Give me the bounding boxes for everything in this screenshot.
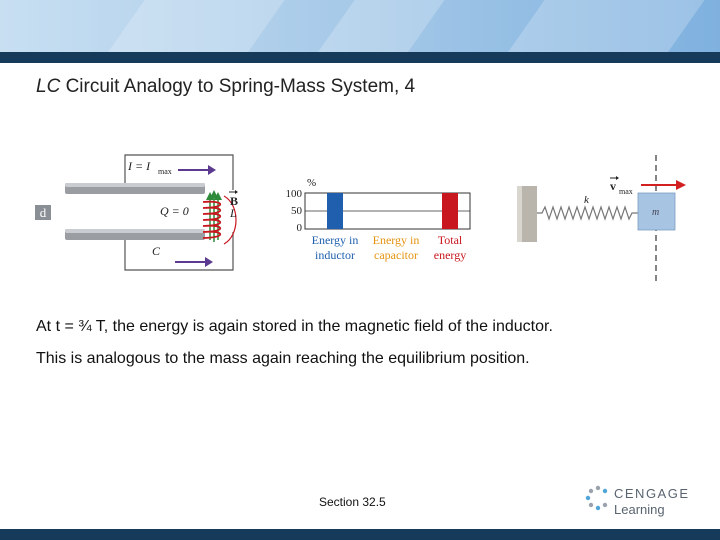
lc-spring-figure: d I = I max Q = 0 C B L <box>35 154 686 285</box>
circuit-wire-bottom <box>124 232 234 271</box>
velocity-label: v <box>610 179 616 193</box>
spring <box>537 205 638 221</box>
cengage-logo-mark <box>585 485 608 511</box>
field-label: B <box>230 194 238 208</box>
title-italic-lc: LC <box>36 76 61 97</box>
spring-mass-system: k m v max <box>517 155 686 285</box>
energy-tick-100: 100 <box>286 188 303 200</box>
energy-bar-label-inductor-2: inductor <box>315 248 355 262</box>
logo-word-learning: Learning <box>614 502 665 517</box>
charge-label: Q = 0 <box>160 204 189 218</box>
current-label: I = I <box>127 159 151 173</box>
capacitor-label: C <box>152 244 161 258</box>
energy-bar-inductor <box>327 193 343 229</box>
slide-title: LC Circuit Analogy to Spring-Mass System… <box>36 76 415 98</box>
coil-windings <box>202 200 222 239</box>
energy-bar-label-inductor-1: Energy in <box>312 233 359 247</box>
energy-bar-label-energy-1: Total <box>438 233 463 247</box>
inductor-label: L <box>229 206 237 220</box>
energy-bar-energy <box>442 193 458 229</box>
footer-rule <box>0 529 720 540</box>
cengage-logo: CENGAGE Learning <box>584 484 694 520</box>
field-arrow-3 <box>214 192 222 200</box>
energy-unit: % <box>307 177 316 189</box>
mass-block <box>637 192 676 231</box>
header-rule <box>0 52 720 63</box>
velocity-sub: max <box>619 187 633 196</box>
body-text-line-1: At t = ¾ T, the energy is again stored i… <box>36 318 553 335</box>
coil-field-loop <box>223 195 237 245</box>
energy-bar-label-capacitor-2: capacitor <box>374 248 418 262</box>
header-gradient-band <box>0 0 720 52</box>
panel-letter-box <box>35 205 51 220</box>
title-rest: Circuit Analogy to Spring-Mass System, 4 <box>60 76 416 97</box>
energy-tick-0: 0 <box>297 222 303 234</box>
lc-circuit: I = I max Q = 0 C B L <box>65 154 238 271</box>
energy-tick-50: 50 <box>291 205 303 217</box>
footer-section-label: Section 32.5 <box>319 495 386 509</box>
body-text-line-2: This is analogous to the mass again reac… <box>36 350 530 367</box>
mass-label: m <box>652 207 659 218</box>
inductor-coil <box>202 190 237 245</box>
logo-word-cengage: CENGAGE <box>614 486 690 501</box>
panel-letter: d <box>40 205 47 220</box>
current-sub: max <box>158 167 172 176</box>
energy-bar-label-capacitor-1: Energy in <box>373 233 420 247</box>
spring-label: k <box>584 194 590 206</box>
energy-bar-label-energy-2: energy <box>434 248 466 262</box>
circuit-wire-top <box>124 154 234 190</box>
